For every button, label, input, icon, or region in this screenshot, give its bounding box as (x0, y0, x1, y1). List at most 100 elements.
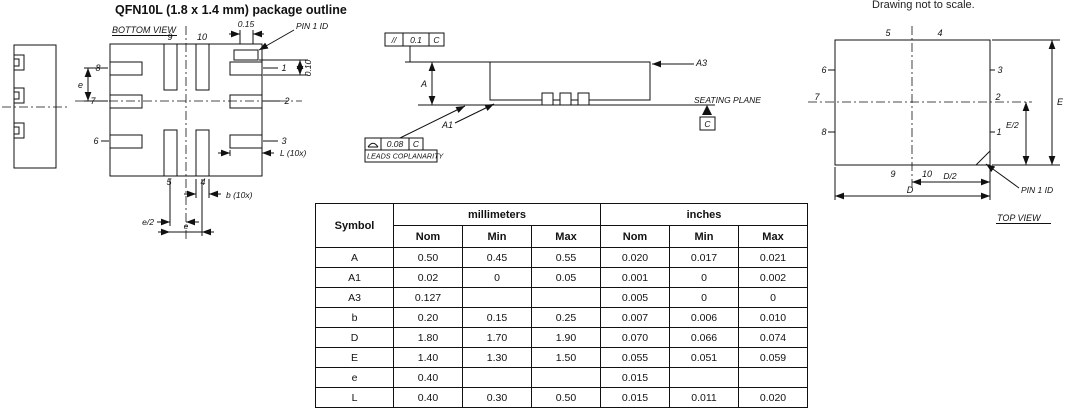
parallelism-symbol-icon: // (391, 35, 398, 45)
dim-l (218, 149, 274, 157)
bottom-view-drawing: BOTTOM VIEW 9 10 8 7 6 1 2 3 5 4 (2, 19, 328, 240)
pin-3-label: 3 (997, 65, 1002, 75)
dim-e-label: E (1057, 97, 1064, 107)
pin-10-label: 10 (922, 169, 932, 179)
pad-8 (109, 61, 143, 76)
value-cell: 0.017 (669, 247, 739, 268)
page-title: QFN10L (1.8 x 1.4 mm) package outline (115, 3, 347, 17)
parallelism-control-frame (384, 32, 445, 62)
pin-1-label: 1 (281, 63, 286, 73)
mm-nom-header: Nom (393, 225, 463, 248)
value-cell: 1.30 (462, 347, 532, 368)
inches-header: inches (600, 203, 808, 226)
table-row: A3 0.127 0.005 0 0 (315, 287, 808, 308)
pin1-chamfer (975, 150, 991, 166)
dim-e-half-label: e/2 (142, 217, 154, 227)
value-cell: 0.005 (600, 287, 670, 308)
value-cell: 0.051 (669, 347, 739, 368)
coplanarity-label: LEADS COPLANARITY (367, 152, 444, 161)
pin1-id-callout: PIN 1 ID (296, 21, 328, 31)
pin-3-label: 3 (281, 136, 286, 146)
value-cell: 0.40 (393, 367, 463, 388)
table-row: L 0.40 0.30 0.50 0.015 0.011 0.020 (315, 387, 808, 408)
value-cell: 0.007 (600, 307, 670, 328)
top-view-caption: TOP VIEW (997, 213, 1042, 223)
value-cell: 0.066 (669, 327, 739, 348)
value-cell: 1.80 (393, 327, 463, 348)
value-cell: 0.30 (462, 387, 532, 408)
table-row: A1 0.02 0 0.05 0.001 0 0.002 (315, 267, 808, 288)
coplanarity-symbol-icon (367, 142, 379, 148)
value-cell (462, 367, 532, 388)
dim-0-15-label: 0.15 (238, 19, 255, 29)
symbol-cell: A3 (315, 287, 394, 308)
pin-6-label: 6 (821, 65, 826, 75)
parallelism-datum: C (433, 35, 440, 45)
value-cell: 0.010 (738, 307, 808, 328)
dim-d-label: D (907, 185, 914, 195)
value-cell: 0.001 (600, 267, 670, 288)
dim-b (184, 179, 221, 198)
pad-10 (195, 43, 210, 91)
value-cell: 0 (669, 267, 739, 288)
table-row: e 0.40 0.015 (315, 367, 808, 388)
bottom-view-caption: BOTTOM VIEW (112, 25, 177, 35)
value-cell: 0.02 (393, 267, 463, 288)
symbol-cell: e (315, 367, 394, 388)
seating-plane-label: SEATING PLANE (694, 95, 761, 105)
value-cell: 0.05 (531, 267, 601, 288)
datum-c-letter: C (704, 119, 711, 129)
pin-4-label: 4 (200, 177, 205, 187)
table-row: D 1.80 1.70 1.90 0.070 0.066 0.074 (315, 327, 808, 348)
pin-1-label: 1 (996, 127, 1001, 137)
value-cell (531, 287, 601, 308)
dim-e-half-label: E/2 (1006, 120, 1019, 130)
package-top-outline (808, 26, 1032, 188)
package-dimensions-table: Symbol millimeters inches Nom Min Max No… (315, 203, 808, 408)
value-cell: 0.070 (600, 327, 670, 348)
value-cell: 0.25 (531, 307, 601, 328)
value-cell: 0.021 (738, 247, 808, 268)
pin-9-label: 9 (890, 169, 895, 179)
value-cell: 0.020 (738, 387, 808, 408)
value-cell: 0 (738, 287, 808, 308)
value-cell: 1.40 (393, 347, 463, 368)
value-cell (669, 367, 739, 388)
lead-1 (541, 92, 554, 106)
pin-6-label: 6 (93, 136, 98, 146)
symbol-cell: b (315, 307, 394, 328)
pad-7 (109, 94, 143, 109)
dim-d (834, 167, 991, 200)
dim-e-bottom-label: e (184, 221, 189, 231)
dim-a1-label: A1 (441, 120, 453, 130)
datum-c-symbol (699, 105, 716, 131)
table-header-groups: Symbol millimeters inches (315, 203, 808, 248)
dim-e-left (84, 67, 108, 102)
pad-5 (163, 129, 178, 177)
lead-3 (577, 92, 590, 106)
pad-4 (195, 129, 210, 177)
mm-max-header: Max (531, 225, 601, 248)
side-view-drawing: // 0.1 C A A1 A3 SEATING PLANE C 0.08 C … (364, 32, 761, 163)
value-cell: 0.020 (600, 247, 670, 268)
value-cell: 0.055 (600, 347, 670, 368)
pad-3 (229, 134, 263, 149)
value-cell: 0.074 (738, 327, 808, 348)
dim-d-half-label: D/2 (943, 171, 957, 181)
table-row: A 0.50 0.45 0.55 0.020 0.017 0.021 (315, 247, 808, 268)
value-cell: 1.50 (531, 347, 601, 368)
symbol-cell: D (315, 327, 394, 348)
millimeters-header: millimeters (393, 203, 601, 226)
value-cell (531, 367, 601, 388)
value-cell: 0.015 (600, 367, 670, 388)
scale-note: Drawing not to scale. (872, 0, 975, 11)
dim-a1-leader (454, 103, 495, 124)
symbol-cell: A1 (315, 267, 394, 288)
value-cell: 0.55 (531, 247, 601, 268)
pin-10-label: 10 (197, 32, 207, 42)
dim-0-10-label: 0.10 (303, 59, 313, 76)
value-cell: 0.20 (393, 307, 463, 328)
dim-e-bottom (158, 179, 214, 236)
dim-l-label: L (10x) (280, 148, 306, 158)
pin-5-label: 5 (166, 177, 172, 187)
